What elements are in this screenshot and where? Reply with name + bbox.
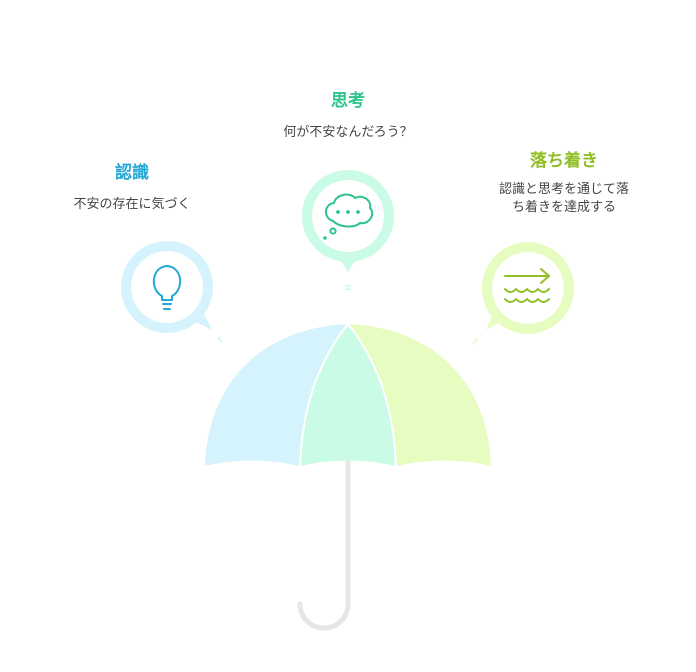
step-title-thinking: 思考 <box>331 91 365 111</box>
umbrella-canopy <box>205 323 491 467</box>
lightbulb-icon <box>153 265 181 310</box>
canopy-panel-left <box>205 324 348 466</box>
canopy-panel-center <box>300 324 396 466</box>
step-title-calm: 落ち着き <box>530 151 598 171</box>
step-description-thinking: 何が不安なんだろう？ <box>283 125 413 140</box>
thought-bubble-icon <box>323 193 374 240</box>
step-description-calm-line-1: 認識と思考を通じて落 <box>498 182 629 197</box>
bubble-calm <box>472 242 574 345</box>
step-description-recognition: 不安の存在に気づく <box>73 197 191 212</box>
step-description-calm-line-2: ち着きを達成する <box>511 200 616 215</box>
bubble-recognition <box>121 241 223 343</box>
umbrella-handle <box>297 459 351 631</box>
canopy-panel-right <box>348 324 491 466</box>
step-title-recognition: 認識 <box>115 163 149 183</box>
calm-waves-icon <box>504 268 550 303</box>
bubble-thinking <box>302 170 394 290</box>
